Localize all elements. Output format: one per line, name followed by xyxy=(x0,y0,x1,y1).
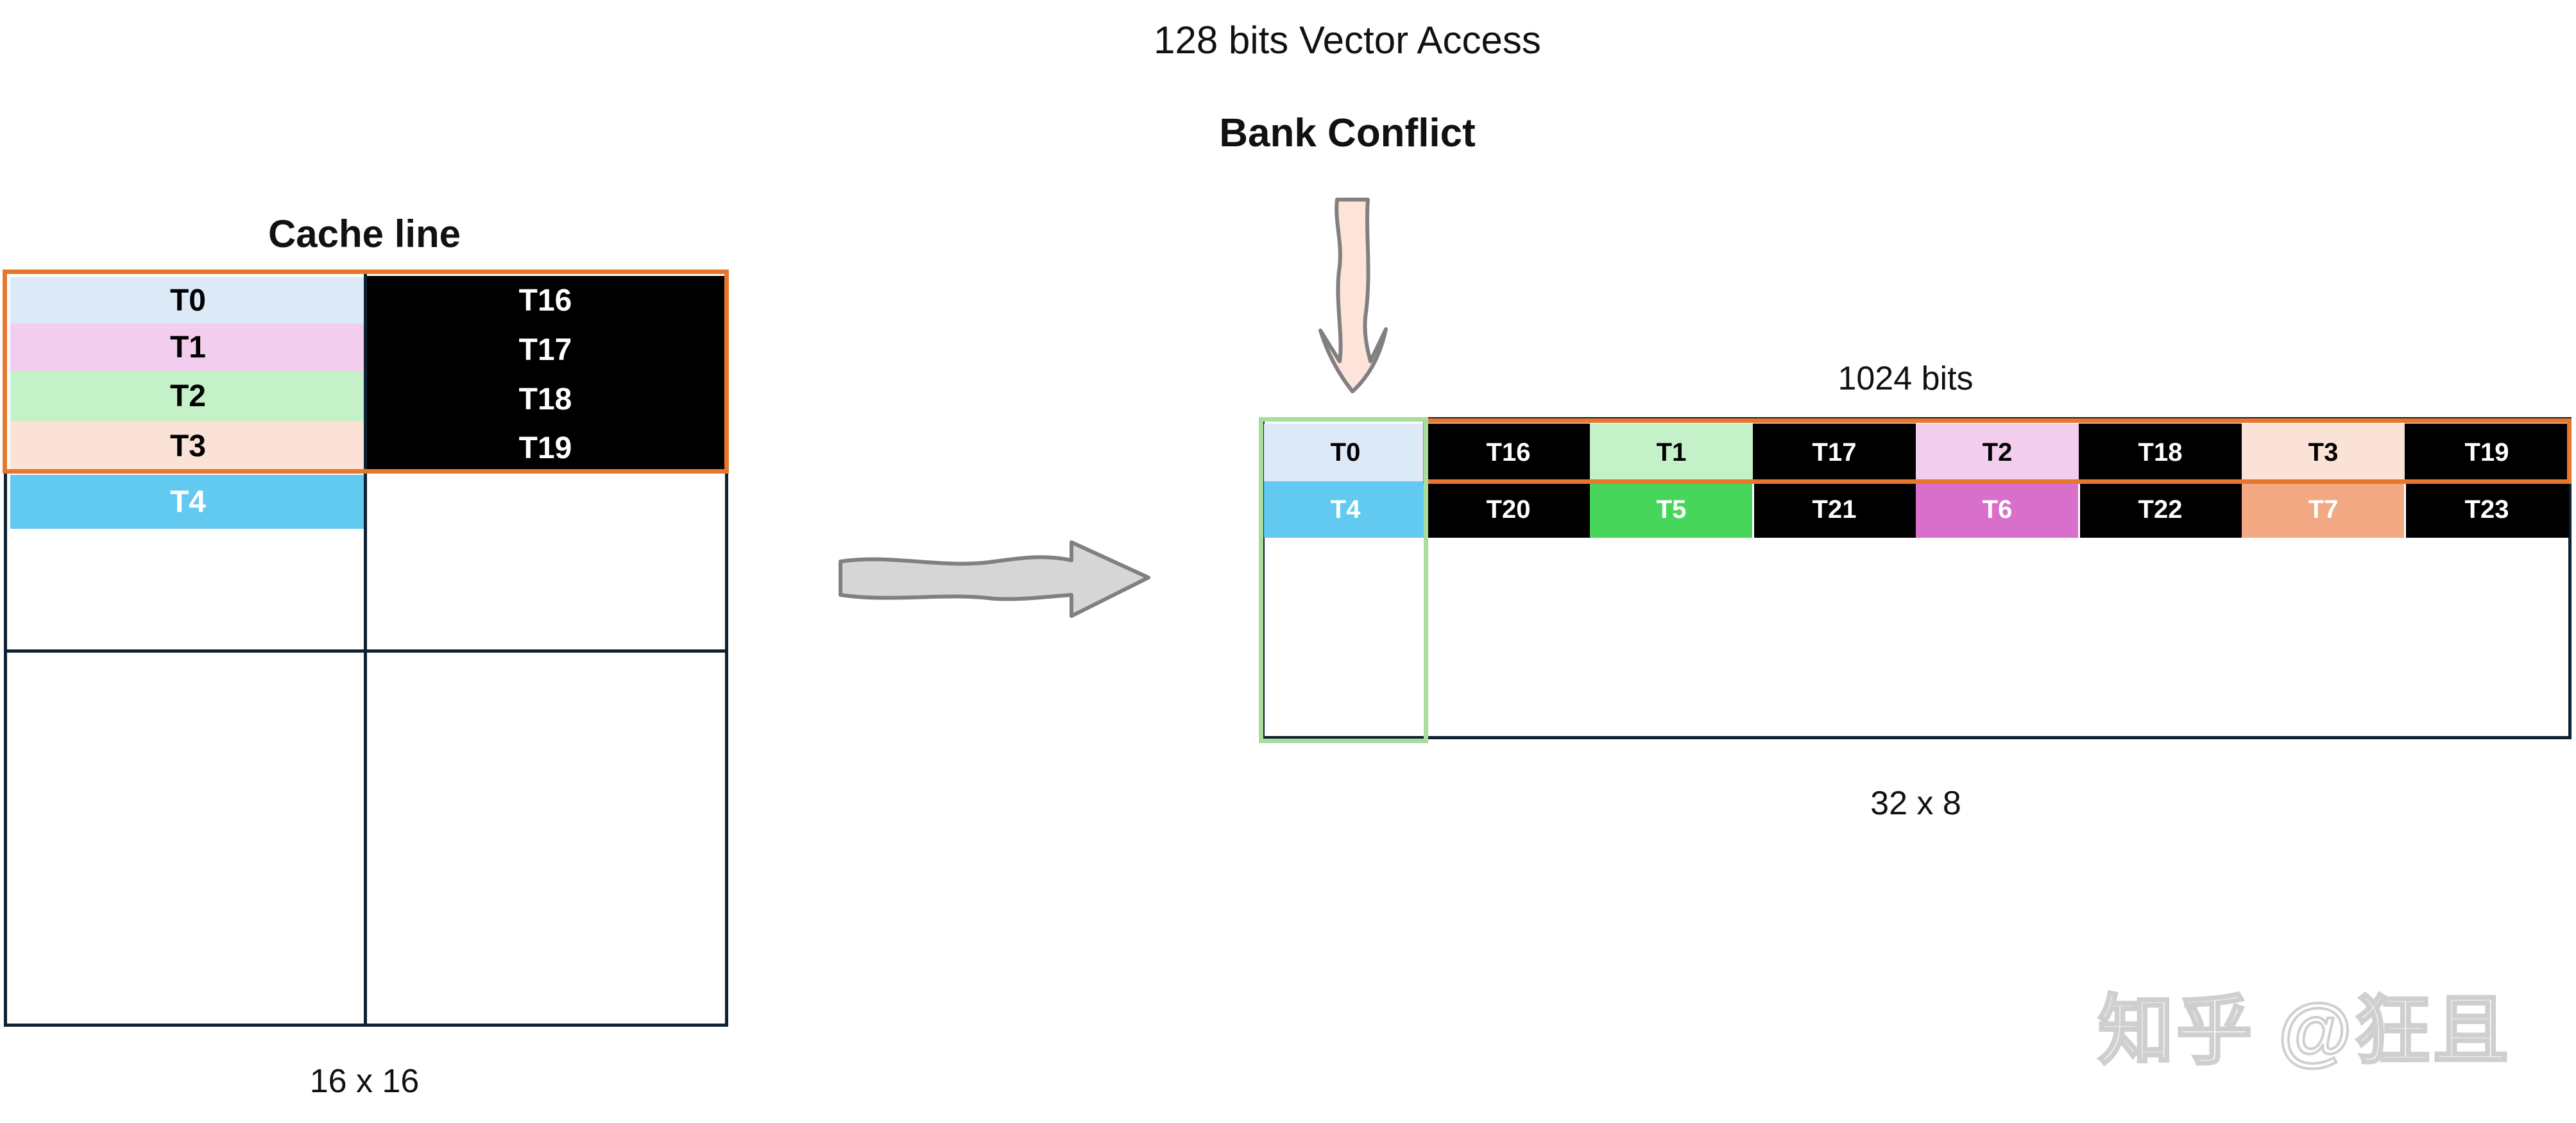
bank-cell-t6: T6 xyxy=(1916,481,2079,538)
left-dimension-label: 16 x 16 xyxy=(309,1063,420,1100)
bank-cell-t2: T2 xyxy=(1916,424,2079,481)
row2-separator xyxy=(2078,481,2080,538)
cache-cell-t19: T19 xyxy=(366,424,725,472)
grid-border-right xyxy=(725,271,728,1027)
cache-cell-t0: T0 xyxy=(10,277,366,323)
bank-cell-t5: T5 xyxy=(1590,481,1753,538)
bank-cell-t4: T4 xyxy=(1264,481,1427,538)
diagram-title: 128 bits Vector Access xyxy=(1154,19,1541,62)
transform-arrow-icon xyxy=(839,540,1150,618)
row2-separator xyxy=(2404,481,2406,538)
cache-cell-t18: T18 xyxy=(366,375,725,424)
cache-cell-t16: T16 xyxy=(366,276,725,325)
watermark: 知乎 @狂且 xyxy=(2097,988,2511,1075)
cache-line-title: Cache line xyxy=(268,212,461,255)
cache-cell-t3: T3 xyxy=(10,421,366,471)
bank-cell-t21: T21 xyxy=(1753,481,1916,538)
bank-cell-t22: T22 xyxy=(2079,481,2242,538)
cache-line-grid: T0 T1 T2 T3 T4 T16 T17 T18 T19 xyxy=(3,270,729,1027)
bank-cell-t23: T23 xyxy=(2405,481,2569,538)
cache-cell-t1: T1 xyxy=(10,323,366,371)
grid-divider-horizontal xyxy=(4,649,728,653)
cache-cell-t2: T2 xyxy=(10,371,366,421)
cache-line-highlight xyxy=(3,270,729,474)
bank-conflict-label: Bank Conflict xyxy=(1219,111,1476,155)
bank-column-highlight xyxy=(1259,417,1428,743)
grid-border-left xyxy=(4,271,7,1027)
cache-cell-t4: T4 xyxy=(10,475,366,529)
row2-separator xyxy=(1752,481,1754,538)
width-label: 1024 bits xyxy=(1838,360,1974,397)
bank-cell-t18: T18 xyxy=(2079,424,2242,481)
bank-cell-t0: T0 xyxy=(1264,424,1427,481)
right-dimension-label: 32 x 8 xyxy=(1870,785,1961,822)
bank-cell-t19: T19 xyxy=(2405,424,2569,481)
bank-cell-t16: T16 xyxy=(1427,424,1590,481)
bank-cell-t20: T20 xyxy=(1427,481,1590,538)
bank-cell-t17: T17 xyxy=(1753,424,1916,481)
conflict-down-arrow-icon xyxy=(1318,198,1388,393)
bank-cell-t3: T3 xyxy=(2242,424,2405,481)
bank-grid: T0 T16 T1 T17 T2 T18 T3 T19 T4 T20 T5 T2… xyxy=(1259,417,2573,743)
bank-cell-t1: T1 xyxy=(1590,424,1753,481)
cache-cell-t17: T17 xyxy=(366,325,725,375)
bank-row-highlight xyxy=(1423,418,2572,484)
grid-divider-vertical xyxy=(364,271,367,1027)
bank-cell-t7: T7 xyxy=(2242,481,2405,538)
